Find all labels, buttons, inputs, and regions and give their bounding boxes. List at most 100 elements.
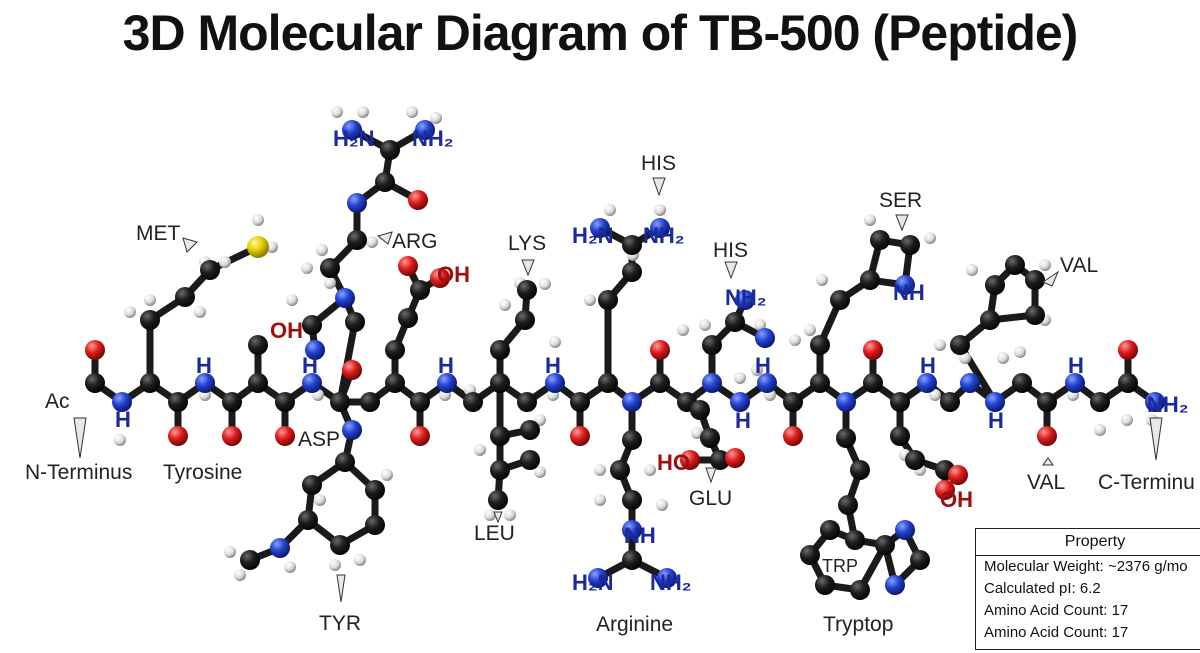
- carbon-atom: [240, 550, 260, 570]
- carbon-atom: [610, 460, 630, 480]
- label-val-bottom: VAL: [1027, 471, 1065, 494]
- hydrogen-atom: [1094, 424, 1106, 436]
- carbon-atom: [515, 310, 535, 330]
- hydrogen-atom: [234, 569, 246, 581]
- oxygen-atom: [783, 426, 803, 446]
- carbon-atom: [1025, 270, 1045, 290]
- carbon-atom: [490, 340, 510, 360]
- hydrogen-atom: [219, 256, 231, 268]
- nitrogen-atom: [305, 340, 325, 360]
- carbon-atom: [140, 310, 160, 330]
- property-row-amino-acid-count-2: Amino Acid Count: 17: [984, 624, 1129, 641]
- carbon-atom: [910, 550, 930, 570]
- hydrogen-atom: [474, 444, 486, 456]
- label-his-top: HIS: [641, 152, 676, 175]
- carbon-atom: [836, 428, 856, 448]
- hydrogen-atom: [924, 232, 936, 244]
- label-tyr: TYR: [319, 612, 361, 635]
- carbon-atom: [1005, 255, 1025, 275]
- carbon-atom: [175, 287, 195, 307]
- carbon-atom: [490, 426, 510, 446]
- hydrogen-atom: [934, 339, 946, 351]
- hydrogen-atom: [144, 294, 156, 306]
- hydrogen-atom: [194, 306, 206, 318]
- atom-label-ho-glu: HO: [657, 450, 690, 475]
- atom-label-oh-glu-top: OH: [437, 262, 470, 287]
- carbon-atom: [385, 373, 405, 393]
- hydrogen-atom: [324, 277, 336, 289]
- atom-label-nh-arg-bottom: NH: [624, 523, 656, 548]
- atom-label-h-8: H: [920, 353, 936, 378]
- hydrogen-atom: [329, 559, 341, 571]
- carbon-atom: [463, 392, 483, 412]
- atom-label-h2n-arg-bottom: H₂N: [572, 570, 614, 595]
- carbon-atom: [1037, 392, 1057, 412]
- carbon-atom: [1118, 373, 1138, 393]
- label-ser: SER: [879, 189, 922, 212]
- hydrogen-atom: [301, 262, 313, 274]
- carbon-atom: [810, 335, 830, 355]
- hydrogen-atom: [594, 464, 606, 476]
- oxygen-atom: [863, 340, 883, 360]
- carbon-atom: [330, 392, 350, 412]
- carbon-atom: [1025, 305, 1045, 325]
- atom-label-h-4: H: [438, 353, 454, 378]
- hydrogen-atom: [699, 319, 711, 331]
- carbon-atom: [985, 275, 1005, 295]
- carbon-atom: [222, 392, 242, 412]
- atom-label-nh2-arg-bottom: NH₂: [650, 570, 692, 595]
- label-met: MET: [136, 222, 181, 245]
- carbon-atom: [335, 452, 355, 472]
- carbon-atom: [838, 495, 858, 515]
- label-arginine: Arginine: [596, 613, 673, 636]
- carbon-atom: [783, 392, 803, 412]
- carbon-atom: [622, 430, 642, 450]
- hydrogen-atom: [734, 372, 746, 384]
- carbon-atom: [365, 515, 385, 535]
- carbon-atom: [860, 270, 880, 290]
- carbon-atom: [398, 308, 418, 328]
- atom-label-nh2-cterm: NH₂: [1147, 392, 1189, 417]
- carbon-atom: [298, 510, 318, 530]
- nitrogen-atom: [622, 520, 642, 540]
- atom-label-h-3: H: [302, 353, 318, 378]
- oxygen-atom: [570, 426, 590, 446]
- carbon-atom: [520, 450, 540, 470]
- pointer-arrow: [895, 214, 909, 232]
- nitrogen-atom: [622, 392, 642, 412]
- property-row-calculated-pi: Calculated pI: 6.2: [984, 580, 1101, 597]
- atom-label-h-5: H: [545, 353, 561, 378]
- sulfur-atom: [247, 236, 269, 258]
- carbon-atom: [248, 335, 268, 355]
- hydrogen-atom: [484, 509, 496, 521]
- hydrogen-atom: [114, 434, 126, 446]
- hydrogen-atom: [594, 494, 606, 506]
- carbon-atom: [940, 392, 960, 412]
- hydrogen-atom: [929, 389, 941, 401]
- hydrogen-atom: [499, 299, 511, 311]
- hydrogen-atom: [331, 106, 343, 118]
- pointer-arrow: [376, 231, 393, 245]
- hydrogen-atom: [804, 324, 816, 336]
- oxygen-atom: [650, 340, 670, 360]
- hydrogen-atom: [284, 561, 296, 573]
- carbon-atom: [622, 490, 642, 510]
- carbon-atom: [810, 373, 830, 393]
- oxygen-atom: [1118, 340, 1138, 360]
- carbon-atom: [520, 420, 540, 440]
- hydrogen-atom: [816, 274, 828, 286]
- oxygen-atom: [222, 426, 242, 446]
- pointer-arrow: [652, 177, 666, 197]
- hydrogen-atom: [266, 241, 278, 253]
- residue-labels: Ac N-Terminus Tyrosine MET ARG ASP TYR L…: [25, 152, 1195, 636]
- hydrogen-atom: [406, 106, 418, 118]
- carbon-atom: [598, 290, 618, 310]
- oxygen-atom: [725, 448, 745, 468]
- carbon-atom: [900, 235, 920, 255]
- carbon-atom: [800, 545, 820, 565]
- carbon-atom: [570, 392, 590, 412]
- nitrogen-atom: [342, 120, 362, 140]
- carbon-atom: [140, 373, 160, 393]
- nitrogen-atom: [1065, 373, 1085, 393]
- hydrogen-atom: [504, 509, 516, 521]
